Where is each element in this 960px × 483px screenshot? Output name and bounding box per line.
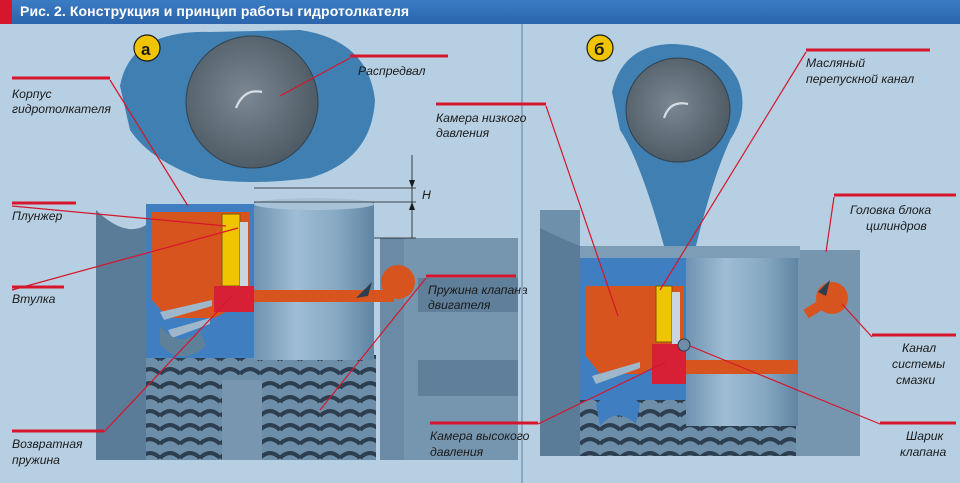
oil-flow-arrow-a: [356, 282, 372, 298]
valve-stem-a: [222, 380, 262, 460]
label-pruzhina-1: Пружина клапана: [428, 283, 528, 297]
label-plunzher: Плунжер: [12, 209, 63, 223]
leader-korpus: [109, 79, 189, 207]
block-left-a: [96, 210, 146, 460]
label-h: H: [422, 188, 431, 202]
oil-flow-arrow-b: [818, 280, 830, 296]
panel-a: H а Корпус гидротолкателя: [7, 27, 528, 479]
camshaft-mark-a: [234, 90, 263, 109]
label-kanal-1: Канал: [902, 341, 936, 355]
housing-rib-b: [592, 362, 640, 384]
header-red-tab: [0, 0, 12, 24]
block-far-right-a: [404, 238, 518, 460]
leader-pruzhina: [319, 277, 427, 411]
label-golovka-1: Головка блока: [850, 203, 931, 217]
label-vtulka: Втулка: [12, 292, 56, 306]
badge-a-circle: [133, 34, 161, 62]
h-arrow-up: [409, 202, 415, 210]
label-kamera-vysokogo-1: Камера высокого: [430, 429, 530, 443]
label-kanal-2: системы: [892, 357, 945, 371]
oil-channel-a: [254, 290, 394, 302]
plunger-a: [221, 213, 241, 287]
panel-b: б Камера низкого давления Масляный переп…: [430, 34, 956, 459]
sleeve-b: [672, 292, 680, 344]
label-sharik-2: клапана: [900, 445, 946, 459]
leader-raspredval: [279, 57, 351, 97]
housing-rib-a: [160, 300, 212, 320]
h-arrow-down: [409, 180, 415, 188]
return-spring-coil-b: [596, 392, 640, 426]
housing-rib2-a: [168, 318, 210, 338]
label-kanal-3: смазки: [896, 373, 935, 387]
high-pressure-chamber-b: [652, 344, 686, 384]
leader-golovka: [825, 196, 835, 253]
leader-vtulka: [11, 227, 239, 291]
camshaft-disk-a: [185, 35, 319, 169]
label-vozvratnaya-1: Возвратная: [12, 437, 83, 451]
tappet-cylinder-b: [686, 258, 798, 426]
callouts-b: [430, 48, 956, 425]
block-left-b: [540, 210, 580, 456]
sleeve-a: [240, 222, 248, 290]
label-pruzhina-2: двигателя: [428, 298, 491, 312]
badge-a: а: [141, 40, 151, 59]
label-maslyany-2: перепускной канал: [806, 72, 914, 86]
block-top-b: [580, 246, 800, 258]
block-top-left-b: [540, 210, 580, 246]
leader-plunzher: [11, 205, 227, 227]
leader-kamera-nizkogo: [545, 105, 619, 317]
badge-b-circle: [586, 34, 614, 62]
label-korpus-1: Корпус: [12, 87, 52, 101]
oil-passage-b: [803, 293, 835, 319]
check-ball-b: [677, 338, 691, 352]
leader-sharik: [689, 345, 881, 425]
leader-kanal: [841, 303, 873, 338]
label-kamera-nizkogo-2: давления: [436, 126, 490, 140]
tappet-top-a: [254, 198, 374, 210]
high-pressure-chamber-a: [214, 286, 254, 312]
figure-header: Рис. 2. Конструкция и принцип работы гид…: [0, 0, 960, 24]
figure-title: Рис. 2. Конструкция и принцип работы гид…: [20, 3, 410, 19]
label-kamera-vysokogo-2: давления: [430, 445, 484, 459]
badge-b: б: [594, 40, 605, 59]
leader-vozvratnaya: [103, 295, 233, 433]
label-kamera-nizkogo-1: Камера низкого: [436, 111, 527, 125]
label-raspredval: Распредвал: [358, 64, 426, 78]
label-korpus-2: гидротолкателя: [12, 102, 111, 116]
camshaft-disk-b: [625, 57, 731, 163]
return-spring-coil-a: [160, 326, 206, 357]
tappet-cylinder-a: [254, 202, 374, 360]
block-right-b: [796, 250, 860, 456]
block-slot-a: [418, 278, 518, 312]
label-golovka-2: цилиндров: [866, 219, 927, 233]
panel-divider: [521, 24, 523, 483]
callouts-a: [11, 54, 516, 433]
leader-kamera-vysokogo: [537, 361, 667, 425]
plunger-b: [655, 285, 673, 343]
oil-port-a: [381, 265, 415, 299]
leader-maslyany: [659, 51, 807, 291]
camshaft-mark-b: [662, 102, 689, 119]
label-maslyany-1: Масляный: [806, 56, 865, 70]
label-vozvratnaya-2: пружина: [12, 453, 60, 467]
block-slot2-a: [418, 360, 518, 396]
label-sharik-1: Шарик: [906, 429, 945, 443]
